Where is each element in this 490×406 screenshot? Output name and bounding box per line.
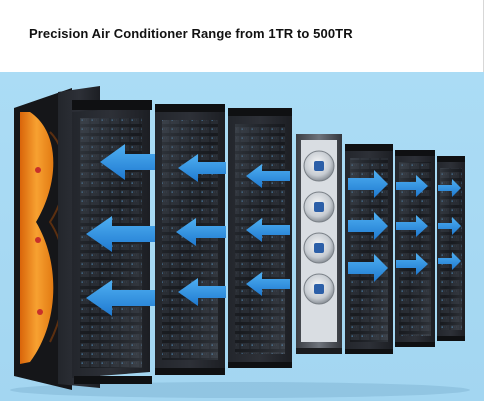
- rack-5: [395, 150, 435, 347]
- ac-fan-2: [303, 191, 335, 223]
- airflow-arrow: [396, 253, 428, 275]
- rack-6: [437, 156, 465, 341]
- airflow-arrow: [178, 154, 226, 182]
- in-row-ac-unit: [296, 134, 342, 354]
- airflow-arrow: [348, 170, 388, 198]
- airflow-arrow: [100, 144, 155, 180]
- airflow-arrow: [246, 272, 290, 296]
- airflow-arrow: [438, 217, 461, 235]
- ac-fan-4: [303, 273, 335, 305]
- airflow-arrows-left: [86, 144, 290, 316]
- airflow-arrow: [176, 218, 226, 246]
- cooling-illustration: [0, 72, 490, 401]
- page-heading: Precision Air Conditioner Range from 1TR…: [29, 26, 353, 41]
- airflow-arrow: [438, 179, 461, 197]
- airflow-arrow: [396, 175, 428, 197]
- airflow-arrow: [86, 216, 155, 252]
- ac-fan-1: [303, 150, 335, 182]
- airflow-arrows-right: [348, 170, 461, 282]
- floor-shadow: [10, 382, 470, 398]
- airflow-arrow: [348, 254, 388, 282]
- airflow-arrow: [86, 280, 155, 316]
- ac-fan-3: [303, 232, 335, 264]
- rack-4: [345, 144, 393, 354]
- airflow-arrow: [348, 212, 388, 240]
- airflow-arrow: [178, 278, 226, 306]
- airflow-arrow: [246, 164, 290, 188]
- airflow-arrow: [246, 218, 290, 242]
- airflow-arrow: [396, 215, 428, 237]
- airflow-arrow: [438, 252, 461, 270]
